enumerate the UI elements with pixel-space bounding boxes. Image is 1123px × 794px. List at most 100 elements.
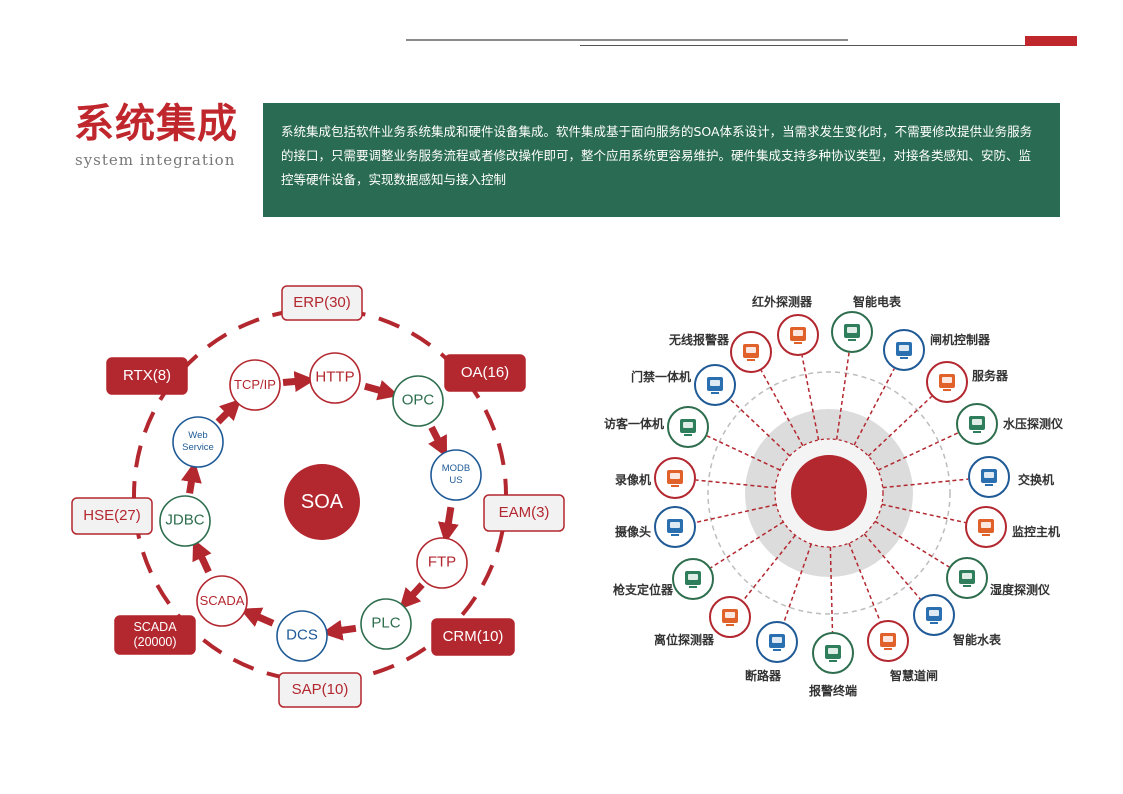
protocol-label: PLC xyxy=(371,614,401,632)
icon-base xyxy=(985,484,993,486)
connector-line xyxy=(882,478,969,489)
connector-line xyxy=(801,355,820,441)
connector-line xyxy=(835,352,850,440)
access-control-icon xyxy=(707,377,723,394)
circuit-breaker-icon xyxy=(769,634,785,651)
icon-base xyxy=(794,342,802,344)
system-box xyxy=(444,354,526,392)
icon-base xyxy=(773,649,781,651)
icon-detail xyxy=(670,473,680,479)
icon-detail xyxy=(962,573,972,579)
protocol-circle xyxy=(430,449,482,501)
protocol-label: SCADA xyxy=(199,592,245,608)
icon-detail xyxy=(981,522,991,528)
wireless-alarm-icon xyxy=(743,344,759,361)
icon-detail xyxy=(772,637,782,643)
device-label: 报警终端 xyxy=(808,684,858,698)
system-box xyxy=(278,672,362,708)
icon-base xyxy=(671,534,679,536)
device-label: 门禁一体机 xyxy=(630,370,692,384)
connector-line xyxy=(881,503,966,524)
icon-detail xyxy=(972,419,982,425)
visitor-terminal-icon xyxy=(680,419,696,436)
switch-icon xyxy=(981,469,997,486)
icon-base xyxy=(711,392,719,394)
monitor-host-icon xyxy=(978,519,994,536)
alarm-light-icon xyxy=(825,645,841,662)
protocol-circle xyxy=(172,416,224,468)
infrared-detector-icon xyxy=(790,327,806,344)
device-label: 智能水表 xyxy=(953,633,1002,647)
icon-base xyxy=(848,339,856,341)
icon-base xyxy=(684,434,692,436)
protocol-circle xyxy=(416,537,468,589)
outer-dashed-circle xyxy=(707,371,951,615)
flow-arrow xyxy=(321,619,357,641)
device-label: 智慧道闸 xyxy=(889,669,939,683)
hardware-center-circle xyxy=(791,455,867,531)
icon-detail xyxy=(670,522,680,528)
icon-detail xyxy=(688,574,698,580)
system-label: EAM(3) xyxy=(498,504,550,521)
barrier-gate-icon xyxy=(880,633,896,650)
server-icon xyxy=(939,374,955,391)
system-label: SCADA (20000) xyxy=(133,620,177,649)
system-label: OA(16) xyxy=(460,364,510,381)
protocol-circle xyxy=(159,495,211,547)
system-box xyxy=(114,615,196,655)
protocol-label: OPC xyxy=(401,391,435,409)
icon-base xyxy=(963,585,971,587)
pressure-gauge-icon xyxy=(969,416,985,433)
connector-line xyxy=(695,479,776,489)
device-label: 无线报警器 xyxy=(668,333,730,347)
icon-base xyxy=(943,389,951,391)
soa-center-label: SOA xyxy=(300,491,344,513)
device-label: 枪支定位器 xyxy=(612,583,674,597)
flow-arrow xyxy=(181,461,202,494)
flow-arrow xyxy=(428,425,448,458)
system-box xyxy=(483,494,565,532)
icon-base xyxy=(689,586,697,588)
icon-detail xyxy=(725,612,735,618)
inner-dashed-circle xyxy=(774,438,884,548)
system-box xyxy=(71,497,153,535)
icon-base xyxy=(982,534,990,536)
decor-line-bottom xyxy=(580,45,1025,46)
webcam-icon xyxy=(667,519,683,536)
device-label: 断路器 xyxy=(744,669,782,683)
device-label: 智能电表 xyxy=(852,295,902,309)
icon-detail xyxy=(883,636,893,642)
gun-locator-icon xyxy=(685,571,701,588)
device-label: 访客一体机 xyxy=(603,417,665,431)
protocol-circle xyxy=(360,598,412,650)
page-title: 系统集成 xyxy=(74,101,238,147)
icon-detail xyxy=(683,422,693,428)
flow-arrow xyxy=(215,398,242,425)
device-label: 监控主机 xyxy=(1012,525,1061,539)
icon-base xyxy=(884,648,892,650)
icon-base xyxy=(829,660,837,662)
icon-detail xyxy=(793,330,803,336)
protocol-circle xyxy=(229,359,281,411)
connector-line xyxy=(877,432,959,471)
device-label: 录像机 xyxy=(614,473,652,487)
decor-red-bar xyxy=(1025,36,1077,46)
device-label: 水压探测仪 xyxy=(1003,417,1064,431)
video-camera-icon xyxy=(667,470,683,487)
protocol-label: FTP xyxy=(427,553,457,571)
connector-line xyxy=(829,546,834,633)
smart-meter-icon xyxy=(844,324,860,341)
protocol-circle xyxy=(196,575,248,627)
device-label: 交换机 xyxy=(1018,473,1055,487)
protocol-label: DCS xyxy=(286,626,318,644)
protocol-label: JDBC xyxy=(165,511,205,529)
gate-controller-icon xyxy=(896,342,912,359)
connector-line xyxy=(853,368,895,446)
connector-line xyxy=(760,370,804,447)
device-label: 闸机控制器 xyxy=(930,333,991,347)
connector-line xyxy=(848,542,881,622)
icon-base xyxy=(900,357,908,359)
page-subtitle: system integration xyxy=(75,151,236,169)
